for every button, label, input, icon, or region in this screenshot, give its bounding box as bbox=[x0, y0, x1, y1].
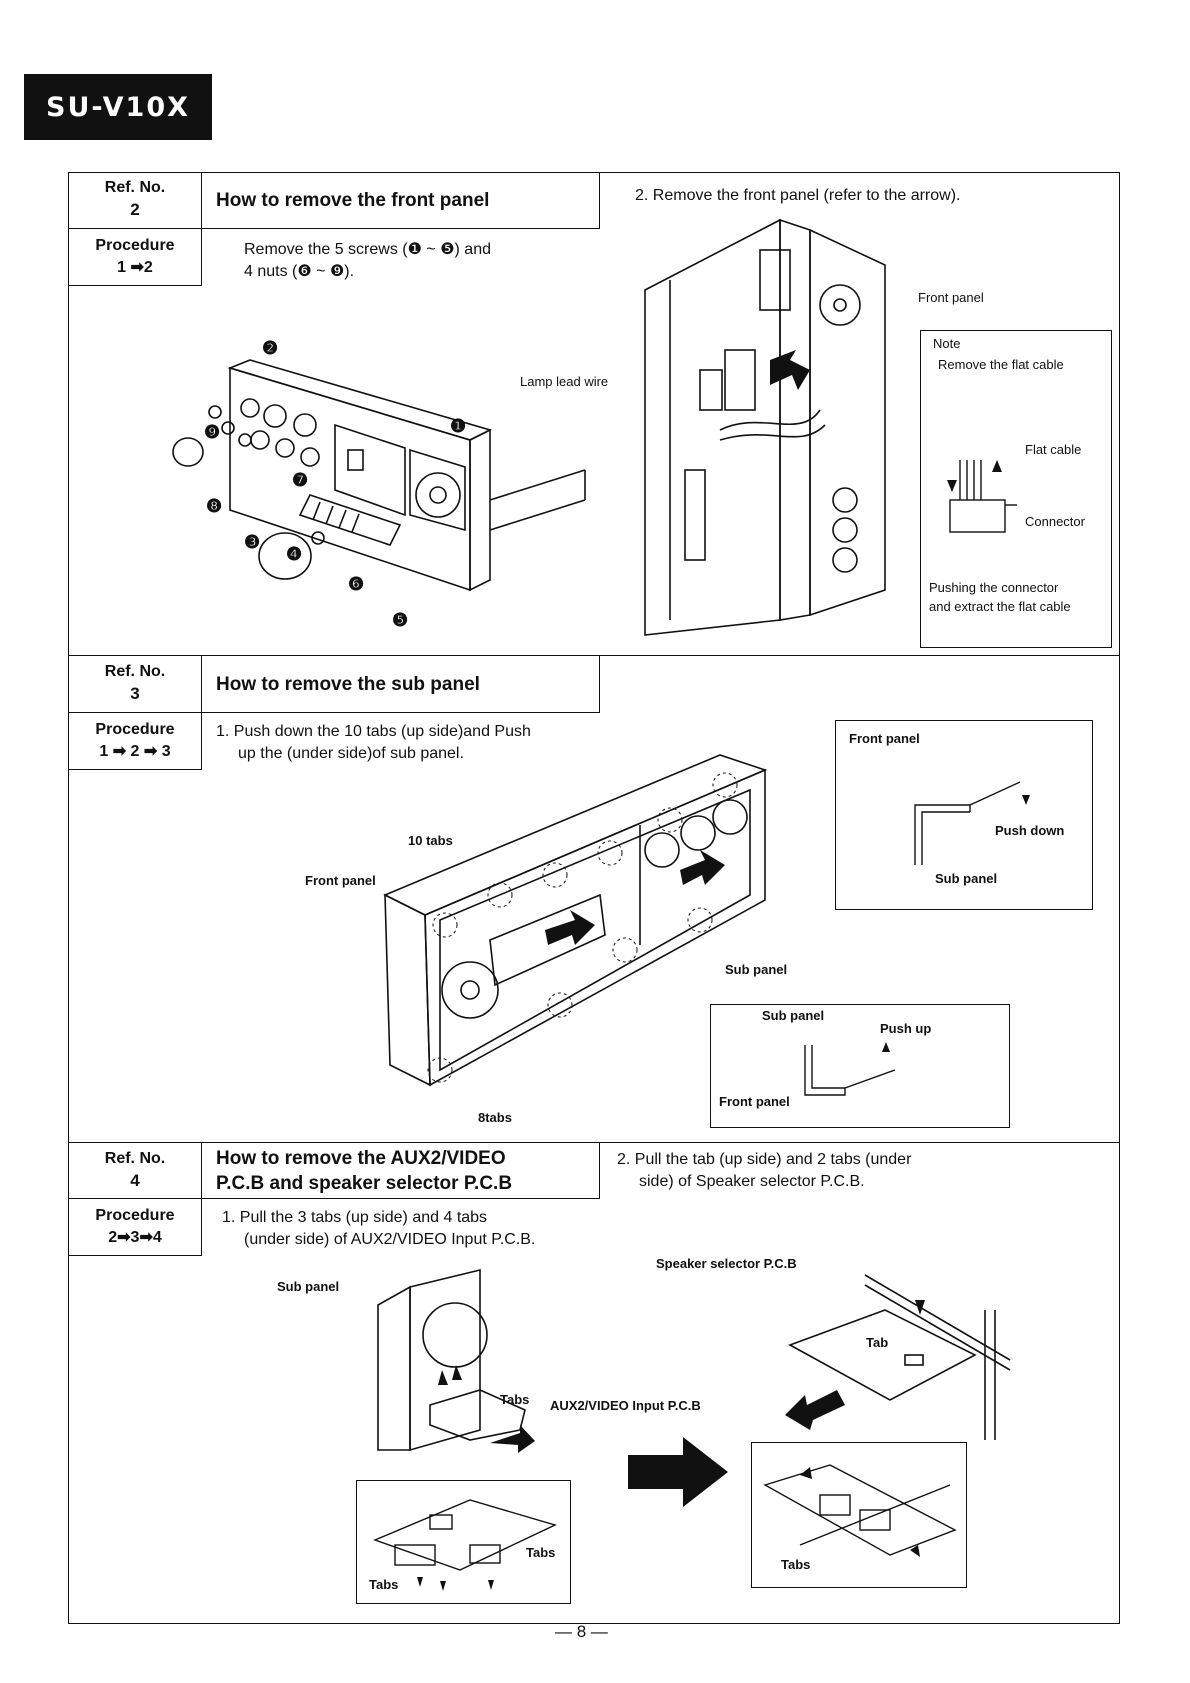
sub-panel-label: Sub panel bbox=[935, 871, 998, 886]
step-text: Remove the 5 screws (❶ ~ ❺) and 4 nuts (… bbox=[244, 241, 491, 280]
speaker-tabs-inset bbox=[751, 1442, 967, 1588]
speaker-tabs-detail bbox=[763, 1464, 957, 1557]
step-text: 1. Pull the 3 tabs (up side) and 4 tabs … bbox=[222, 1209, 536, 1248]
callout-7: ❼ bbox=[292, 470, 309, 490]
speaker-pcb-illustration bbox=[788, 1274, 1011, 1440]
callout-1: ❶ bbox=[450, 416, 467, 436]
sub-panel-label: Sub panel bbox=[277, 1279, 340, 1294]
callout-9: ❾ bbox=[204, 422, 221, 442]
front-panel-label: Front panel bbox=[305, 873, 376, 888]
step-text: 2. Pull the tab (up side) and 2 tabs (un… bbox=[617, 1151, 912, 1190]
callout-2: ❷ bbox=[262, 338, 279, 358]
aux-tabs-detail bbox=[373, 1499, 557, 1591]
note-text: Remove the flat cable bbox=[938, 357, 1064, 372]
tab-label: Tab bbox=[866, 1335, 889, 1350]
ref-label: Ref. No. bbox=[104, 179, 166, 196]
lamp-lead-wire-label: Lamp lead wire bbox=[520, 374, 609, 389]
ref-no-cell: Ref. No. 3 bbox=[68, 655, 202, 713]
push-up-detail bbox=[804, 1042, 896, 1096]
note-title: Note bbox=[933, 336, 961, 351]
push-down-inset bbox=[835, 720, 1093, 910]
front-panel-rear-illustration bbox=[644, 218, 886, 636]
step-text: 2. Remove the front panel (refer to the … bbox=[635, 187, 961, 204]
procedure-steps: 1 ➡2 bbox=[117, 259, 153, 276]
front-panel-illustration bbox=[172, 359, 586, 592]
aux-pcb-illustration bbox=[377, 1268, 535, 1453]
sub-panel-label: Sub panel bbox=[762, 1008, 825, 1023]
procedure-label: Procedure bbox=[95, 1207, 175, 1224]
flat-cable-label: Flat cable bbox=[1025, 442, 1082, 457]
procedure-label: Procedure bbox=[95, 237, 175, 254]
speaker-pcb-label: Speaker selector P.C.B bbox=[656, 1256, 797, 1271]
step-text: 1. Push down the 10 tabs (up side)and Pu… bbox=[216, 723, 531, 762]
front-panel-label: Front panel bbox=[918, 290, 984, 305]
tabs-label: Tabs bbox=[781, 1557, 811, 1572]
procedure-steps: 2➡3➡4 bbox=[108, 1229, 162, 1246]
page-number: — 8 — bbox=[555, 1622, 608, 1641]
callout-6: ❻ bbox=[348, 574, 365, 594]
aux-tabs-inset bbox=[356, 1480, 571, 1604]
procedure-steps: 1 ➡ 2 ➡ 3 bbox=[99, 743, 171, 760]
section-title: How to remove the front panel bbox=[201, 172, 600, 229]
ref-no-cell: Ref. No. 4 bbox=[68, 1142, 202, 1199]
ref-number: 3 bbox=[130, 684, 140, 703]
connector-illustration bbox=[947, 460, 1017, 533]
front-panel-label: Front panel bbox=[719, 1094, 790, 1109]
section-title: How to remove the AUX2/VIDEO P.C.B and s… bbox=[201, 1142, 600, 1199]
ten-tabs-label: 10 tabs bbox=[408, 833, 453, 848]
sub-panel-illustration bbox=[383, 754, 768, 1087]
ref-label: Ref. No. bbox=[104, 663, 166, 680]
note-footer: and extract the flat cable bbox=[929, 599, 1071, 614]
sub-panel-label: Sub panel bbox=[725, 962, 788, 977]
callout-3: ❸ bbox=[244, 532, 261, 552]
procedure-label: Procedure bbox=[95, 721, 175, 738]
callout-5: ❺ bbox=[392, 610, 409, 630]
ref-number: 2 bbox=[130, 200, 140, 219]
tabs-label: Tabs bbox=[526, 1545, 556, 1560]
push-down-detail bbox=[914, 781, 1030, 865]
procedure-cell: Procedure 1 ➡ 2 ➡ 3 bbox=[68, 712, 202, 770]
front-panel-label: Front panel bbox=[849, 731, 920, 746]
eight-tabs-label: 8tabs bbox=[478, 1110, 512, 1125]
callout-8: ❽ bbox=[206, 496, 223, 516]
push-up-label: Push up bbox=[880, 1021, 932, 1036]
connector-label: Connector bbox=[1025, 514, 1085, 529]
section-title: How to remove the sub panel bbox=[201, 655, 600, 713]
ref-label: Ref. No. bbox=[104, 1150, 166, 1167]
model-badge: SU-V10X bbox=[24, 74, 212, 140]
next-step-arrow bbox=[628, 1437, 728, 1507]
note-footer: Pushing the connector bbox=[929, 580, 1059, 595]
tabs-label: Tabs bbox=[500, 1392, 530, 1407]
aux-pcb-label: AUX2/VIDEO Input P.C.B bbox=[550, 1398, 701, 1413]
push-down-label: Push down bbox=[995, 823, 1065, 838]
pull-arrow bbox=[785, 1390, 845, 1430]
callout-4: ❹ bbox=[286, 544, 303, 564]
ref-number: 4 bbox=[130, 1171, 140, 1190]
ref-no-cell: Ref. No. 2 bbox=[68, 172, 202, 229]
procedure-cell: Procedure 2➡3➡4 bbox=[68, 1198, 202, 1256]
procedure-cell: Procedure 1 ➡2 bbox=[68, 228, 202, 286]
tabs-label: Tabs bbox=[369, 1577, 399, 1592]
push-up-inset bbox=[710, 1004, 1010, 1128]
